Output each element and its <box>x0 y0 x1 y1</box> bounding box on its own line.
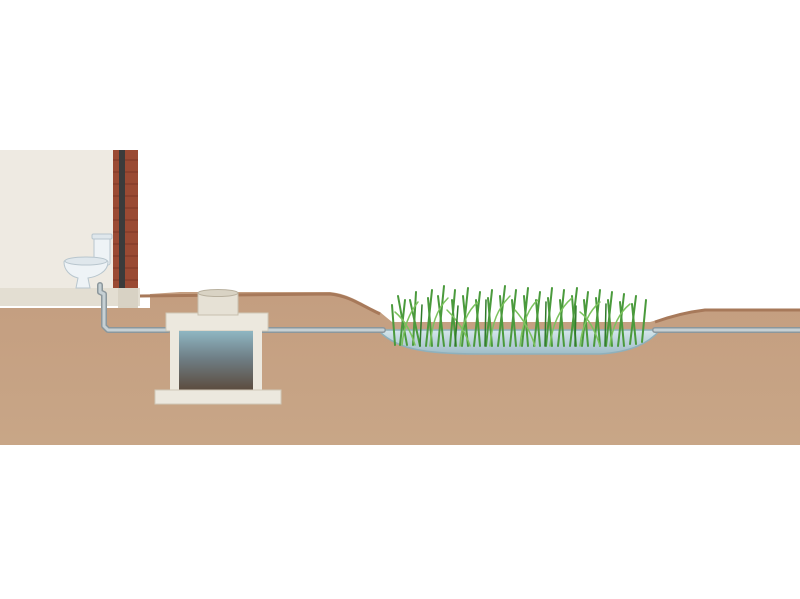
house <box>0 150 140 308</box>
reed-stems-dark <box>419 299 607 347</box>
tank-wall-left <box>170 330 179 394</box>
reed-plants <box>391 285 647 347</box>
soil-surface-shadow <box>139 292 381 316</box>
house-foundation <box>118 288 138 308</box>
pipe <box>97 282 800 333</box>
tank-contents <box>179 331 253 391</box>
toilet-cistern-lid <box>91 233 113 240</box>
reed-leaves-light <box>394 295 631 347</box>
tank-riser-top <box>197 289 239 297</box>
septic-tank <box>154 289 282 405</box>
tank-base <box>154 389 282 405</box>
toilet-seat <box>64 256 108 266</box>
wetland <box>376 285 662 355</box>
wetland-water <box>376 329 662 355</box>
tank-wall-right <box>253 330 262 394</box>
soil-surface-right <box>654 308 800 324</box>
wall-cavity <box>119 150 125 290</box>
tank-lid-slab <box>165 312 269 332</box>
brick-pattern <box>113 159 138 281</box>
toilet-icon <box>63 233 113 289</box>
